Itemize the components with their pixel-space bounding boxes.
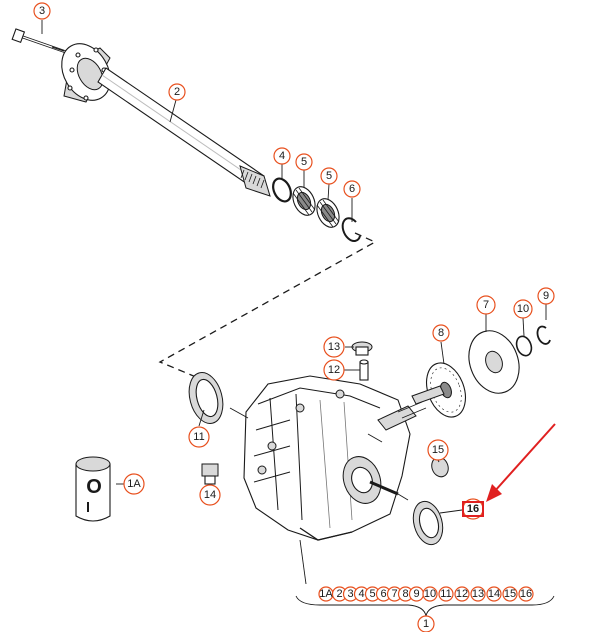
bottom-list-label: 3 [347,588,353,600]
callout-1A[interactable]: 1A [123,473,145,495]
svg-text:15: 15 [432,444,444,456]
bottom-list-label: 1A [319,588,333,600]
seal-ring-11 [188,372,224,424]
svg-text:5: 5 [301,156,307,168]
snap-ring-4 [272,177,292,203]
bottom-list-item[interactable]: 13 [470,586,486,602]
callout-6[interactable]: 6 [343,180,361,198]
bottom-list-label: 9 [413,588,419,600]
callout-5a[interactable]: 5 [295,153,313,171]
callout-5b[interactable]: 5 [320,167,338,185]
callout-2[interactable]: 2 [168,83,186,101]
svg-text:7: 7 [483,299,489,311]
bottom-list-label: 6 [380,588,386,600]
bottom-list-item[interactable]: 8 [397,586,414,602]
circlip-9 [536,325,551,345]
callout-12[interactable]: 12 [323,359,345,381]
callout-11[interactable]: 11 [188,426,210,448]
svg-text:1: 1 [423,618,429,630]
callout-8[interactable]: 8 [432,324,450,342]
svg-text:4: 4 [279,150,285,162]
callout-3[interactable]: 3 [33,2,51,20]
svg-text:11: 11 [193,431,204,443]
breather-14 [201,463,219,485]
bottom-list-circle [486,586,502,602]
gearbox-housing [243,375,427,541]
svg-text:6: 6 [349,183,355,195]
bottom-list-label: 14 [488,588,500,600]
bottom-list-item[interactable]: 12 [454,586,470,602]
bottom-list-label: 12 [456,588,468,600]
svg-text:3: 3 [39,5,45,17]
cover-plate-7 [468,330,520,394]
bottom-list-item[interactable]: 3 [342,586,359,602]
bottom-list-item[interactable]: 14 [486,586,502,602]
callout-7[interactable]: 7 [476,295,496,315]
bottom-list-label: 15 [504,588,516,600]
circlip-6 [341,217,361,242]
callout-14[interactable]: 14 [199,484,221,506]
bottom-list-circle [454,586,470,602]
bottom-list-item[interactable]: 9 [408,586,425,602]
svg-text:5: 5 [326,170,332,182]
assembly-dashed-line [158,232,377,383]
bottom-list-label: 16 [520,588,532,600]
svg-text:10: 10 [517,303,529,315]
bottom-list-label: 4 [358,588,364,600]
bottom-list-item[interactable]: 15 [502,586,518,602]
o-ring-10 [515,335,533,357]
svg-text:1A: 1A [127,478,141,490]
axle-shaft-part [61,43,271,197]
pin-12 [359,359,369,381]
drive-flange-8 [411,362,466,418]
callout-4[interactable]: 4 [273,147,291,165]
bottom-list-label: 10 [424,588,436,600]
bottom-list-circle [438,586,454,602]
svg-text:16: 16 [467,503,479,515]
callout-10[interactable]: 10 [513,299,533,319]
bolt-part [11,28,67,54]
callout-16-highlighted[interactable]: 16 [462,498,484,520]
svg-text:12: 12 [328,364,340,376]
bottom-list-item[interactable]: 16 [518,586,534,602]
callout-1[interactable]: 1 [417,615,435,632]
plug-13 [351,341,373,356]
callout-13[interactable]: 13 [323,336,345,358]
bottom-list-circle [422,586,438,602]
bottom-list-label: 7 [391,588,397,600]
bottom-list-label: 2 [336,588,342,600]
bottom-list-item[interactable]: 7 [386,586,403,602]
svg-text:9: 9 [543,290,549,302]
bearing-5b [316,198,340,228]
svg-text:13: 13 [328,341,340,353]
bottom-list-circle [470,586,486,602]
bottom-list-label: 5 [369,588,375,600]
bottom-list-circle [502,586,518,602]
svg-text:2: 2 [174,86,180,98]
oil-can-1A: O [75,456,111,522]
seal-ring-16 [412,500,444,546]
bottom-list-item[interactable]: 11 [438,586,454,602]
bottom-list-item[interactable]: 1A [318,586,334,602]
bottom-list-label: 13 [472,588,484,600]
bottom-list-circle [518,586,534,602]
bottom-list-label: 11 [440,588,451,600]
svg-text:8: 8 [438,327,444,339]
bottom-list-label: 8 [402,588,408,600]
callout-15[interactable]: 15 [427,439,449,461]
bearing-5a [292,186,316,216]
svg-text:14: 14 [204,489,216,501]
svg-text:O: O [86,476,102,498]
callout-9[interactable]: 9 [537,287,555,305]
bottom-list-item[interactable]: 10 [422,586,438,602]
indicator-arrow [486,423,556,502]
